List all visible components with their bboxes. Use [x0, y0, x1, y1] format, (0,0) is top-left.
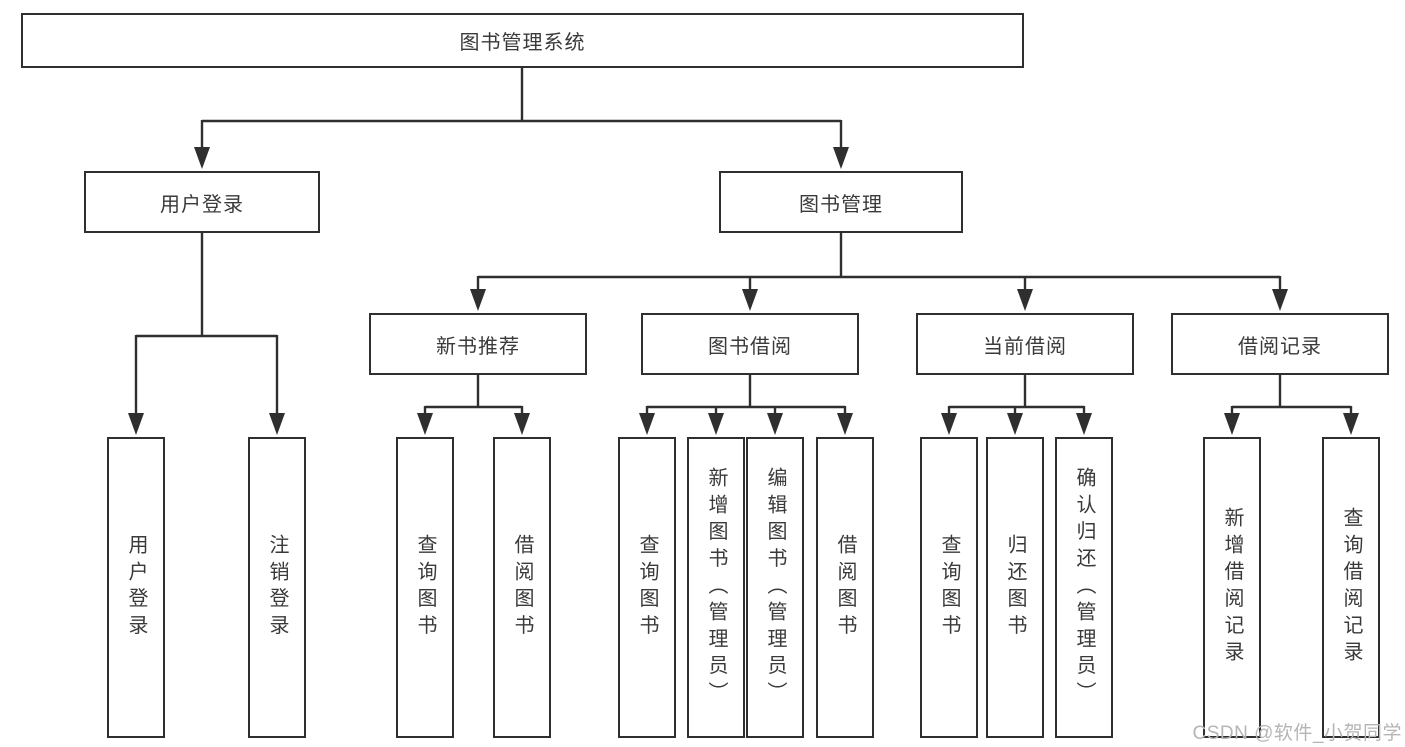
leaf-confirm-return-admin: 确认归还（管理员） [1055, 437, 1113, 738]
node-borrow-records: 借阅记录 [1171, 313, 1389, 375]
leaf-add-book-admin: 新增图书（管理员） [687, 437, 745, 738]
node-label: 查询借阅记录 [1340, 507, 1362, 668]
node-label: 查询图书 [938, 533, 960, 642]
leaf-query-borrow-record: 查询借阅记录 [1322, 437, 1380, 738]
leaf-logout: 注销登录 [248, 437, 306, 738]
node-current-borrow: 当前借阅 [916, 313, 1134, 375]
leaf-edit-book-admin: 编辑图书（管理员） [746, 437, 804, 738]
node-label: 查询图书 [414, 533, 436, 642]
node-label: 注销登录 [266, 533, 288, 642]
leaf-query-books-recommend: 查询图书 [396, 437, 454, 738]
leaf-borrow-books-recommend: 借阅图书 [493, 437, 551, 738]
node-label: 用户登录 [125, 533, 147, 642]
node-label: 新增借阅记录 [1221, 507, 1243, 668]
node-label: 归还图书 [1004, 533, 1026, 642]
node-label: 当前借阅 [983, 335, 1067, 358]
node-new-book-recommend: 新书推荐 [369, 313, 587, 375]
node-label: 确认归还（管理员） [1073, 466, 1095, 709]
node-label: 借阅记录 [1238, 335, 1322, 358]
leaf-query-books-current: 查询图书 [920, 437, 978, 738]
node-label: 图书管理 [799, 193, 883, 216]
leaf-return-book: 归还图书 [986, 437, 1044, 738]
node-book-borrow: 图书借阅 [641, 313, 859, 375]
leaf-add-borrow-record: 新增借阅记录 [1203, 437, 1261, 738]
node-label: 用户登录 [160, 193, 244, 216]
node-book-management: 图书管理 [719, 171, 963, 233]
node-label: 借阅图书 [834, 533, 856, 642]
node-label: 新书推荐 [436, 335, 520, 358]
node-library-system: 图书管理系统 [21, 13, 1024, 68]
node-label: 图书管理系统 [459, 32, 586, 54]
node-label: 新增图书（管理员） [705, 466, 727, 709]
leaf-borrow-books: 借阅图书 [816, 437, 874, 738]
node-label: 借阅图书 [511, 533, 533, 642]
node-user-login: 用户登录 [84, 171, 320, 233]
watermark: CSDN @软件_小贺同学 [1192, 723, 1402, 744]
leaf-query-books-borrow: 查询图书 [618, 437, 676, 738]
node-label: 图书借阅 [708, 335, 792, 358]
node-label: 查询图书 [636, 533, 658, 642]
leaf-user-login: 用户登录 [107, 437, 165, 738]
node-label: 编辑图书（管理员） [764, 466, 786, 709]
